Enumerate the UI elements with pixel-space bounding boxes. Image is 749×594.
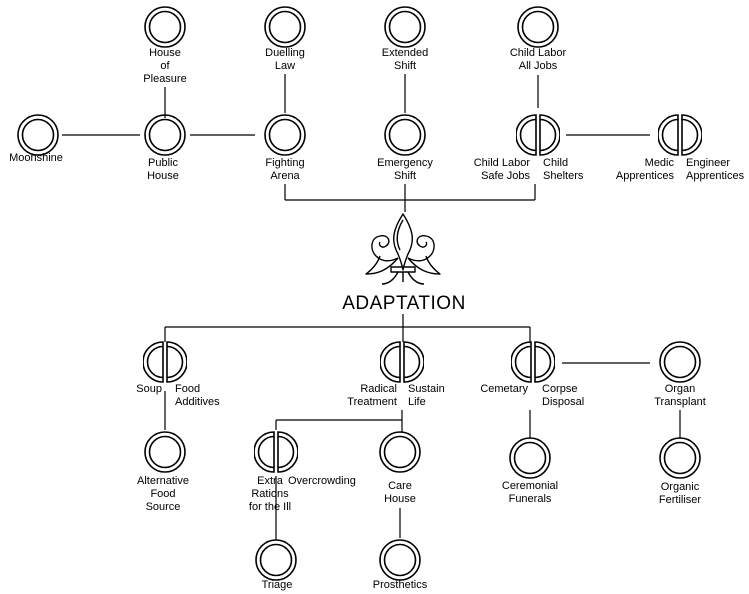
- label-public-house: Public House: [147, 157, 179, 182]
- label-care-house: Care House: [384, 480, 416, 505]
- label-child-shelters: Child Shelters: [543, 157, 584, 182]
- label-extra-rations: Extra Rations for the Ill: [248, 475, 292, 513]
- node-moonshine[interactable]: [16, 113, 60, 157]
- node-soup-split[interactable]: [143, 340, 187, 384]
- label-alternative-food-source: Alternative Food Source: [137, 475, 189, 513]
- node-organic-fertiliser[interactable]: [658, 436, 702, 480]
- label-duelling-law: Duelling Law: [265, 47, 305, 72]
- node-rations-split[interactable]: [254, 430, 298, 474]
- label-soup: Soup: [136, 383, 162, 395]
- node-organ-transplant[interactable]: [658, 340, 702, 384]
- node-public-house[interactable]: [143, 113, 187, 157]
- label-organ-transplant: Organ Transplant: [654, 383, 706, 408]
- label-triage: Triage: [261, 579, 293, 591]
- node-extended-shift[interactable]: [383, 5, 427, 49]
- node-alternative-food-source[interactable]: [143, 430, 187, 474]
- node-triage[interactable]: [254, 538, 298, 582]
- node-house-of-pleasure[interactable]: [143, 5, 187, 49]
- label-medic-apprentices: Medic Apprentices: [615, 157, 674, 182]
- node-care-house[interactable]: [378, 430, 422, 474]
- node-child-labor-split[interactable]: [516, 113, 560, 157]
- label-organic-fertiliser: Organic Fertiliser: [658, 481, 702, 506]
- node-cemetary-split[interactable]: [511, 340, 555, 384]
- label-prosthetics: Prosthetics: [372, 579, 428, 591]
- label-sustain-life: Sustain Life: [408, 383, 445, 408]
- node-emergency-shift[interactable]: [383, 113, 427, 157]
- tree-title: ADAPTATION: [342, 293, 466, 314]
- label-food-additives: Food Additives: [175, 383, 220, 408]
- node-ceremonial-funerals[interactable]: [508, 436, 552, 480]
- node-duelling-law[interactable]: [263, 5, 307, 49]
- label-fighting-arena: Fighting Arena: [265, 157, 305, 182]
- node-apprentices-split[interactable]: [658, 113, 702, 157]
- label-cemetary: Cemetary: [480, 383, 528, 395]
- label-extended-shift: Extended Shift: [381, 47, 429, 72]
- node-fighting-arena[interactable]: [263, 113, 307, 157]
- label-child-labor-all-jobs: Child Labor All Jobs: [509, 47, 567, 72]
- label-engineer-apprentices: Engineer Apprentices: [686, 157, 745, 182]
- label-overcrowding: Overcrowding: [288, 475, 356, 487]
- node-prosthetics[interactable]: [378, 538, 422, 582]
- label-child-labor-safe-jobs: Child Labor Safe Jobs: [473, 157, 530, 182]
- fleur-de-lis-icon: [365, 213, 441, 285]
- label-corpse-disposal: Corpse Disposal: [542, 383, 585, 408]
- label-emergency-shift: Emergency Shift: [377, 157, 433, 182]
- node-child-labor-all-jobs[interactable]: [516, 5, 560, 49]
- label-ceremonial-funerals: Ceremonial Funerals: [501, 480, 559, 505]
- node-treatment-split[interactable]: [380, 340, 424, 384]
- label-moonshine: Moonshine: [9, 152, 63, 164]
- label-radical-treatment: Radical Treatment: [347, 383, 397, 408]
- label-house-of-pleasure: House of Pleasure: [143, 47, 187, 85]
